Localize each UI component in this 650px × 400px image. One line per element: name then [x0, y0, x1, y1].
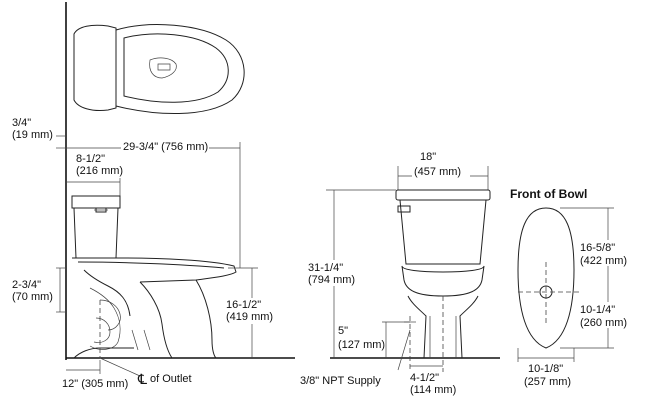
- outlet-leader: [99, 357, 141, 377]
- supply-side-dim-mm: (70 mm): [12, 291, 53, 303]
- front-of-bowl-title: Front of Bowl: [510, 187, 587, 201]
- bowl-length-bg: [578, 240, 636, 266]
- centerline-symbol: ℄: [137, 371, 147, 387]
- tank-front: [395, 189, 491, 265]
- front-view: 18" (457 mm) 31-1/4" (794 mm) 5" (127 mm…: [300, 151, 500, 396]
- bowl-length-dim-mm: (422 mm): [580, 255, 627, 267]
- rough-in-dim: 12" (305 mm): [62, 378, 128, 390]
- overall-height-bg: [306, 260, 364, 286]
- outlet-label: of Outlet: [150, 373, 192, 385]
- overall-depth-dim: 29-3/4" (756 mm): [123, 141, 208, 153]
- rim-height-dim: 16-1/2": [226, 299, 261, 311]
- supply-offset-dim-mm: (114 mm): [410, 384, 456, 396]
- supply-height-dim: 5": [338, 325, 348, 337]
- bowl-length-dim: 16-5/8": [580, 242, 615, 254]
- tank-width-dim: 18": [420, 151, 436, 163]
- bowl-outline-view: Front of Bowl 16-5/8" (422 mm) 10-1/4" (…: [510, 187, 636, 388]
- bowl-offset-bg: [578, 302, 636, 328]
- tank-width-dim-mm: (457 mm): [414, 166, 461, 178]
- bowl-width-dim-mm: (257 mm): [524, 376, 571, 388]
- bowl-front: [401, 265, 485, 359]
- bowl-side: [72, 257, 237, 359]
- bowl-width-dim: 10-1/8": [528, 363, 563, 375]
- npt-supply-label: 3/8" NPT Supply: [300, 375, 381, 387]
- overall-height-dim-mm: (794 mm): [308, 274, 355, 286]
- supply-side-dim: 2-3/4": [12, 279, 41, 291]
- supply-offset-dim: 4-1/2": [410, 372, 439, 384]
- overall-height-dim: 31-1/4": [308, 262, 343, 274]
- overall-depth-bg: [121, 140, 209, 152]
- seat-plan-view: [73, 24, 245, 114]
- bowl-outline: [517, 207, 575, 349]
- tank-depth-dim: 8-1/2": [76, 153, 105, 165]
- rim-height-bg: [224, 298, 280, 324]
- tank-side: [71, 195, 121, 259]
- supply-leader: [397, 329, 411, 371]
- rim-height-dim-mm: (419 mm): [226, 311, 273, 323]
- bowl-offset-dim-mm: (260 mm): [580, 317, 627, 329]
- bowl-offset-dim: 10-1/4": [580, 304, 615, 316]
- side-view: 3/4" (19 mm) 29-3/4" (756 mm) 8-1/2" (21…: [12, 2, 295, 390]
- tank-width-bg: [412, 166, 470, 178]
- seat-top-dim-mm: (19 mm): [12, 129, 53, 141]
- supply-height-dim-mm: (127 mm): [338, 339, 385, 351]
- tank-depth-dim-mm: (216 mm): [76, 165, 123, 177]
- seat-top-dim: 3/4": [12, 117, 31, 129]
